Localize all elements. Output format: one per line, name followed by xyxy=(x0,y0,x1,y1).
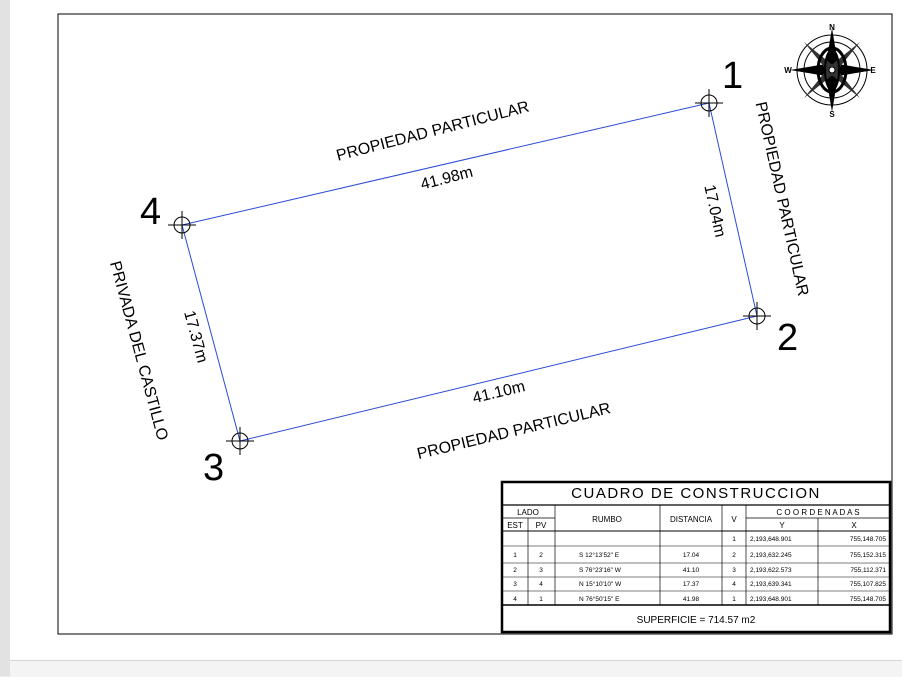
table-cell-x: 755,148.705 xyxy=(850,596,887,603)
compass-w-label: W xyxy=(784,66,792,75)
table-cell-x: 755,152.315 xyxy=(850,552,887,559)
compass-n-label: N xyxy=(829,23,835,32)
table-header-y: Y xyxy=(779,521,785,530)
vertex-label-3: 3 xyxy=(203,447,224,489)
table-header-x: X xyxy=(851,521,857,530)
table-cell-y: 2,193,648.901 xyxy=(750,596,792,603)
table-cell-distancia: 41.98 xyxy=(683,596,700,603)
vertex-label-4: 4 xyxy=(140,191,161,233)
table-row: 4 1 N 76°50'15" E 41.98 1 2,193,648.901 … xyxy=(513,595,886,603)
table-title: CUADRO DE CONSTRUCCION xyxy=(571,485,821,502)
table-cell-v: 1 xyxy=(732,536,736,543)
boundary-right: PROPIEDAD PARTICULAR xyxy=(752,100,812,298)
table-cell-y: 2,193,648.901 xyxy=(750,536,792,543)
table-cell-distancia: 41.10 xyxy=(683,567,700,574)
table-cell-v: 3 xyxy=(732,567,736,574)
lot-polygon xyxy=(181,102,758,442)
table-cell-est: 4 xyxy=(513,596,517,603)
table-cell-pv: 2 xyxy=(539,552,543,559)
table-cell-rumbo: N 15°10'10" W xyxy=(579,580,622,588)
table-header-est: EST xyxy=(507,521,523,530)
distance-bottom: 41.10m xyxy=(471,378,527,407)
table-row-initial: 1 2,193,648.901 755,148.705 xyxy=(732,536,886,543)
construction-table xyxy=(500,480,892,634)
table-cell-distancia: 17.37 xyxy=(683,581,700,588)
vertex-marker-1 xyxy=(695,89,723,117)
vertex-marker-3 xyxy=(226,427,254,455)
distance-left: 17.37m xyxy=(180,309,210,365)
table-header-distancia: DISTANCIA xyxy=(670,515,713,524)
table-cell-rumbo: S 76°23'16" W xyxy=(579,566,622,574)
table-cell-est: 3 xyxy=(513,581,517,588)
viewer-bottom-band xyxy=(10,660,902,677)
table-cell-rumbo: S 12°13'52" E xyxy=(579,551,620,559)
compass-e-label: E xyxy=(870,66,876,75)
vertex-label-1: 1 xyxy=(722,55,743,97)
table-cell-pv: 3 xyxy=(539,567,543,574)
distance-right: 17.04m xyxy=(700,183,728,239)
table-cell-est: 2 xyxy=(513,567,517,574)
vertex-label-2: 2 xyxy=(777,317,798,359)
table-cell-v: 1 xyxy=(732,596,736,603)
table-row: 2 3 S 76°23'16" W 41.10 3 2,193,622.573 … xyxy=(513,566,886,574)
table-cell-x: 755,107.825 xyxy=(850,581,887,588)
table-superficie: SUPERFICIE = 714.57 m2 xyxy=(637,615,756,626)
table-cell-rumbo: N 76°50'15" E xyxy=(579,595,620,603)
table-header-rumbo: RUMBO xyxy=(592,515,622,524)
boundary-left: PRIVADA DEL CASTILLO xyxy=(106,259,171,442)
table-header-lado: LADO xyxy=(517,508,539,517)
table-header-coordenadas: C O O R D E N A D A S xyxy=(776,508,859,517)
vertex-marker-4 xyxy=(168,211,196,239)
table-cell-x: 755,148.705 xyxy=(850,536,887,543)
table-cell-est: 1 xyxy=(513,552,517,559)
table-cell-y: 2,193,622.573 xyxy=(750,567,792,574)
compass-s-label: S xyxy=(829,110,835,119)
table-cell-pv: 1 xyxy=(539,596,543,603)
table-header-v: V xyxy=(731,515,737,524)
drawing-frame xyxy=(57,13,893,635)
table-cell-v: 4 xyxy=(732,581,736,588)
table-cell-distancia: 17.04 xyxy=(683,552,700,559)
table-cell-v: 2 xyxy=(732,552,736,559)
boundary-top: PROPIEDAD PARTICULAR xyxy=(335,99,531,165)
table-cell-x: 755,112.371 xyxy=(850,567,886,574)
boundary-bottom: PROPIEDAD PARTICULAR xyxy=(415,400,612,463)
table-cell-y: 2,193,639.341 xyxy=(750,581,792,588)
table-header-pv: PV xyxy=(536,521,547,530)
table-cell-pv: 4 xyxy=(539,581,543,588)
table-cell-y: 2,193,632.245 xyxy=(750,552,792,559)
table-row: 3 4 N 15°10'10" W 17.37 4 2,193,639.341 … xyxy=(513,580,886,588)
compass-rose-icon xyxy=(790,28,874,112)
table-row: 1 2 S 12°13'52" E 17.04 2 2,193,632.245 … xyxy=(513,551,886,559)
vertex-marker-2 xyxy=(743,302,771,330)
